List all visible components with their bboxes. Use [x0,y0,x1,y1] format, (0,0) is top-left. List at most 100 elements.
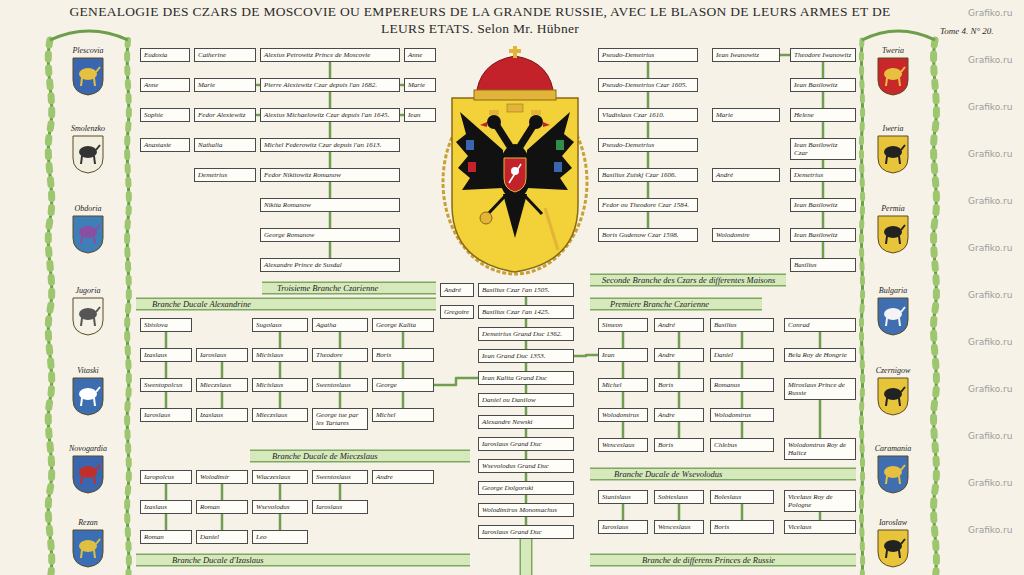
branch-line [525,319,528,327]
person-box: Izaslaus [140,348,192,362]
person-name: Iaroslaus Grand Duc [482,528,570,536]
watermark: Grafiko.ru [968,55,1012,66]
person-box: Swentoslaus [312,470,368,484]
branch-line [647,212,650,228]
person-name: Iean [408,111,432,119]
person-box: Iean Kalita Grand Duc [478,371,574,385]
person-box: Nathalia [194,138,256,152]
person-box: Boris [654,378,704,392]
branch-line [678,332,681,348]
person-name: George [376,381,430,389]
branch-line [339,392,342,408]
person-name: Theodore [316,351,364,359]
person-name: Vicelaus Roy de Pologne [788,493,852,509]
vine-leaves [861,40,862,575]
shield-outline [876,296,910,336]
branch-band-outline [136,280,856,575]
person-box: Nikita Romanow [260,198,400,212]
person-name: Anastasie [144,141,186,149]
arms-name: Iaroslaw [866,518,920,527]
person-name: André [444,286,470,294]
shield-outline [71,134,105,174]
person-name: Micislaus [256,351,304,359]
arms-name: Bulgaria [866,286,920,295]
watermark: Grafiko.ru [968,149,1012,160]
person-box: Wolodomirus [598,408,648,422]
eagle-beak [480,122,487,127]
person-box: Swentoslaus [312,378,368,392]
branch-name: Branche de differens Princes de Russie [640,555,777,565]
person-box: Conrad [784,318,856,332]
branch-line [622,392,625,408]
person-name: Boris Gudenow Czar 1598. [602,231,694,239]
person-name: Iean Grand Duc 1353. [482,352,570,360]
coat-of-arms: Czernigow [866,366,920,416]
branch-line [221,362,224,378]
person-box: Fedor ou Theodore Czar 1584. [598,198,698,212]
person-box: Wolodomirus [710,408,774,422]
branch-line [525,451,528,459]
person-box: Fedor Nikitowitz Romanow [260,168,400,182]
person-box: Vicelaus Roy de Pologne [784,490,856,512]
person-name: Fedor Nikitowitz Romanow [264,171,396,179]
wing-blazon [556,140,564,150]
person-box: Alexius Petrowitz Prince de Moscovie [260,48,400,62]
person-box: Romanus [710,378,774,392]
person-box: André [654,318,704,332]
branch-line [525,341,528,349]
person-box: Pseudo-Demetrius Czar 1605. [598,78,698,92]
person-box: George tue par les Tartares [312,408,368,430]
branch-line [165,514,168,530]
branch-name: Branche Ducale de Mieczslaus [270,451,380,461]
branch-line [822,212,825,228]
person-name: Pseudo-Demetrius Czar 1605. [602,81,694,89]
coat-of-arms: Caramania [866,444,920,494]
coat-of-arms: Bulgaria [866,286,920,336]
person-box: Wsevolodus Grand Duc [478,459,574,473]
eagle-leg [488,196,542,214]
map-title: GENEALOGIE DES CZARS DE MOSCOVIE OU EMPE… [60,3,900,37]
person-name: Iean Basilowitz [794,231,852,239]
person-box: Iean Basilowitz [790,78,856,92]
person-name: Boris [714,523,770,531]
arms-name: Novogardia [62,444,114,453]
shield-field [73,378,103,415]
shield-emblem [886,307,905,326]
branch-line [329,242,332,258]
person-name: Michel [376,411,430,419]
person-box: Swentopolcus [140,378,192,392]
person-box: Iean [598,348,648,362]
person-name: Wolodimirus Monomachus [482,506,570,514]
person-box: Vicelaus [784,520,856,534]
person-box: Basilius Czar l'an 1425. [478,305,574,319]
coat-of-arms: Obdoria [62,204,114,254]
branch-line [822,92,825,108]
person-box: André [440,283,474,297]
shield-field [73,298,103,335]
person-name: Marie [716,111,776,119]
branch-line [525,385,528,393]
branch-name: Premiere Branche Czarienne [608,299,711,309]
arms-name: Tweria [866,46,920,55]
shield-field [878,136,908,173]
person-box: Chlebus [710,438,774,452]
person-name: Anne [408,51,432,59]
branch-line [279,484,282,500]
branch-line [647,62,650,78]
person-box: Basilius [710,318,774,332]
person-name: Stanislaus [602,493,644,501]
person-box: Andre [372,470,434,484]
eagle-body [499,144,531,200]
arms-name: Smolenzko [62,124,114,133]
shield-outline [876,454,910,494]
person-box: Basilius [790,258,856,272]
person-box: Fedor Alexiewitz [194,108,256,122]
branch-line [525,407,528,415]
coat-of-arms: Rezan [62,518,114,568]
person-box: Iean Grand Duc 1353. [478,349,574,363]
person-name: Wolodomirus Roy de Halicz [788,441,852,457]
person-name: Iaroslaus [602,523,644,531]
shield-emblem [81,387,100,406]
watermark: Grafiko.ru [968,243,1012,254]
person-name: Iean Basilowitz Czar [794,141,852,157]
